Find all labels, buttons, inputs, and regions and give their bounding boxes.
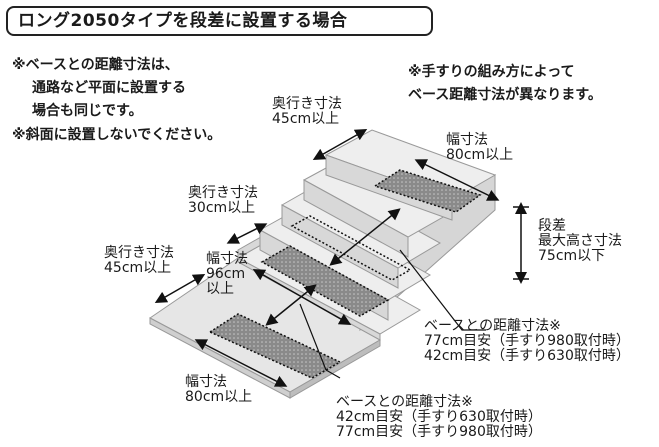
- label-width-top: 幅寸法 80cm以上: [446, 133, 513, 163]
- label-width-mid-line2: 96cm: [206, 266, 246, 282]
- label-step-height-line2: 最大高さ寸法: [538, 233, 622, 249]
- arrow-width-bottom: [194, 339, 288, 387]
- arrow-depth-mid: [226, 223, 268, 244]
- label-depth-top: 奥行き寸法 45cm以上: [272, 97, 342, 127]
- label-base-distance-upper-line3: 42cm目安（手すり630取付時）: [424, 348, 630, 364]
- label-step-height: 段差 最大高さ寸法 75cm以下: [538, 219, 622, 264]
- label-base-distance-upper: ベースとの距離寸法※ 77cm目安（手すり980取付時） 42cm目安（手すり6…: [424, 319, 630, 364]
- label-base-distance-lower: ベースとの距離寸法※ 42cm目安（手すり630取付時） 77cm目安（手すり9…: [336, 395, 542, 440]
- label-base-distance-lower-line1: ベースとの距離寸法※: [336, 394, 473, 410]
- label-width-mid-line1: 幅寸法: [206, 251, 248, 267]
- arrow-depth-top: [312, 129, 368, 160]
- label-width-mid: 幅寸法 96cm 以上: [206, 252, 248, 297]
- note-left-1: ※ベースとの距離寸法は、: [12, 57, 179, 73]
- arrow-width-top: [414, 159, 500, 201]
- label-depth-mid: 奥行き寸法 30cm以上: [188, 186, 258, 216]
- note-left-2: 通路など平面に設置する: [32, 80, 186, 96]
- label-width-bottom: 幅寸法 80cm以上: [185, 375, 252, 405]
- note-left-3: 場合も同じです。: [32, 103, 143, 119]
- label-width-bottom-line1: 幅寸法: [185, 374, 227, 390]
- arrow-base-distance-upper: [329, 208, 401, 266]
- note-right-1: ※手すりの組み方によって: [408, 64, 575, 80]
- label-base-distance-upper-line2: 77cm目安（手すり980取付時）: [424, 333, 630, 349]
- label-width-mid-line3: 以上: [206, 281, 234, 297]
- leader-base-distance-upper: [399, 249, 486, 331]
- note-left-4: ※斜面に設置しないでください。: [12, 127, 222, 143]
- label-depth-top-line1: 奥行き寸法: [272, 96, 342, 112]
- label-depth-top-line2: 45cm以上: [272, 111, 340, 127]
- label-depth-bottom-line2: 45cm以上: [104, 260, 172, 276]
- label-step-height-line3: 75cm以下: [538, 248, 606, 264]
- arrow-depth-bottom: [154, 274, 206, 303]
- ground-slab-side: [289, 339, 381, 399]
- label-depth-mid-line2: 30cm以上: [188, 200, 256, 216]
- label-depth-bottom: 奥行き寸法 45cm以上: [104, 246, 174, 276]
- note-right-2: ベース距離寸法が異なります。: [408, 87, 602, 103]
- label-step-height-line1: 段差: [538, 218, 566, 234]
- leader-base-distance-lower: [299, 303, 341, 379]
- page-title: ロング2050タイプを段差に設置する場合: [6, 6, 433, 36]
- label-depth-bottom-line1: 奥行き寸法: [104, 245, 174, 261]
- label-base-distance-upper-line1: ベースとの距離寸法※: [424, 318, 561, 334]
- label-width-bottom-line2: 80cm以上: [185, 389, 253, 405]
- label-base-distance-lower-line2: 42cm目安（手すり630取付時）: [336, 409, 542, 425]
- label-depth-mid-line1: 奥行き寸法: [188, 185, 258, 201]
- label-width-top-line1: 幅寸法: [446, 132, 488, 148]
- label-base-distance-lower-line3: 77cm目安（手すり980取付時）: [336, 424, 542, 440]
- label-width-top-line2: 80cm以上: [446, 147, 514, 163]
- arrow-base-distance-lower: [265, 284, 317, 326]
